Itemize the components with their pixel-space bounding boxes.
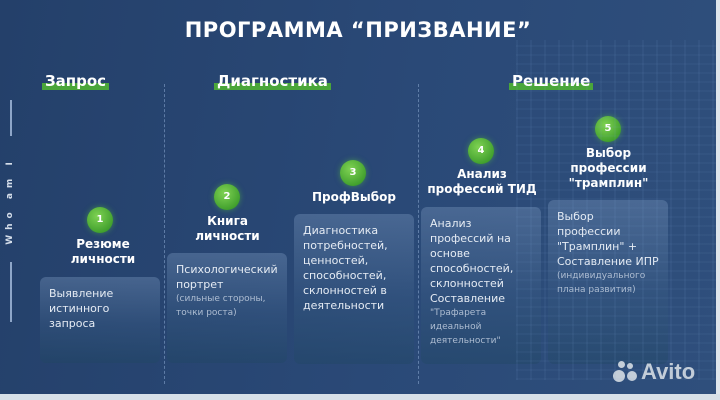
slide-title: ПРОГРАММА “ПРИЗВАНИЕ”	[184, 18, 532, 42]
bottom-strip	[0, 394, 720, 400]
stage-divider	[418, 84, 419, 384]
stage-label-zapros: Запрос	[42, 72, 110, 90]
stage-label-reshenie: Решение	[509, 72, 594, 90]
step-number-badge: 4	[468, 138, 494, 164]
step-title: Книга личности	[195, 214, 260, 243]
side-label: Who am I	[5, 157, 15, 245]
slide: ПРОГРАММА “ПРИЗВАНИЕ” Who am I Запрос Ди…	[0, 0, 716, 394]
step-card: Психологический портрет (сильные стороны…	[167, 253, 287, 363]
step-card-subtext: (индивидуального плана развития)	[557, 271, 646, 295]
step-card: Диагностика потребностей, ценностей, спо…	[294, 214, 414, 364]
step-card-text: Анализ профессий на основе способностей,…	[430, 217, 514, 305]
side-line-top	[10, 100, 12, 136]
avito-logo-icon	[613, 361, 639, 383]
step-card-subtext: "Трафарета идеальной деятельности"	[430, 308, 501, 346]
step-title: Выбор профессии "трамплин"	[568, 146, 649, 190]
step-title: Анализ профессий ТИД	[427, 167, 537, 196]
step-card: Выбор профессии "Трамплин" + Составление…	[548, 200, 668, 364]
avito-watermark: Avito	[613, 359, 695, 385]
step-title: Резюме личности	[70, 237, 136, 266]
step-card-text: Диагностика потребностей, ценностей, спо…	[303, 224, 388, 312]
stage-divider	[164, 84, 165, 384]
step-card-subtext: (сильные стороны, точки роста)	[176, 294, 266, 318]
step-card-text: Выявление истинного запроса	[49, 287, 114, 330]
step-number-badge: 1	[87, 207, 113, 233]
step-number-badge: 3	[340, 160, 366, 186]
step-title: ПрофВыбор	[312, 190, 396, 204]
side-line-bottom	[10, 262, 12, 322]
step-number-badge: 2	[214, 184, 240, 210]
step-card: Выявление истинного запроса	[40, 277, 160, 363]
step-card-text: Выбор профессии "Трамплин" + Составление…	[557, 210, 659, 268]
step-card-text: Психологический портрет	[176, 263, 278, 291]
step-card: Анализ профессий на основе способностей,…	[421, 207, 541, 364]
edge-strip	[716, 0, 720, 400]
step-number-badge: 5	[595, 116, 621, 142]
stage-label-diagnostika: Диагностика	[214, 72, 331, 90]
avito-wordmark: Avito	[641, 359, 696, 384]
